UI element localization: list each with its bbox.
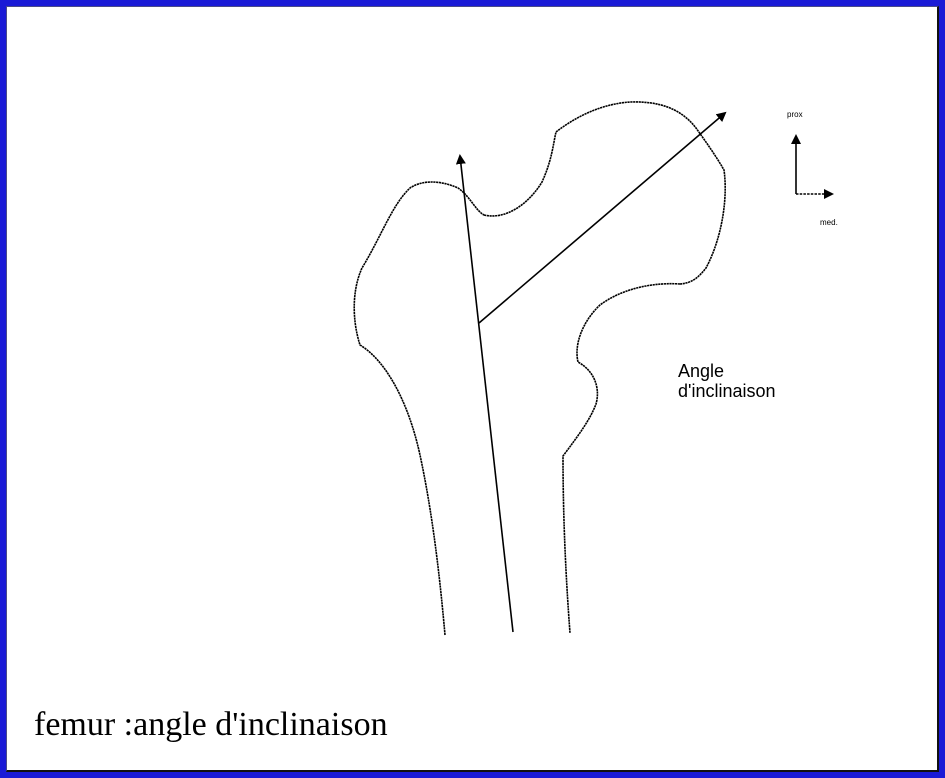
slide-inner-border (6, 6, 939, 772)
femur-lateral-contour (353, 181, 485, 636)
slide-caption: femur :angle d'inclinaison (34, 706, 388, 743)
shaft-axis-arrow (455, 154, 514, 633)
angle-annotation-line2: d'inclinaison (678, 381, 776, 401)
angle-annotation: Angle d'inclinaison (678, 361, 776, 401)
neck-axis-arrow (478, 111, 727, 324)
angle-annotation-line1: Angle (678, 361, 725, 381)
proximal-label: prox (787, 110, 803, 119)
medial-label: med. (820, 218, 838, 227)
femur-head-contour (483, 101, 726, 285)
femur-medial-contour (562, 282, 681, 634)
